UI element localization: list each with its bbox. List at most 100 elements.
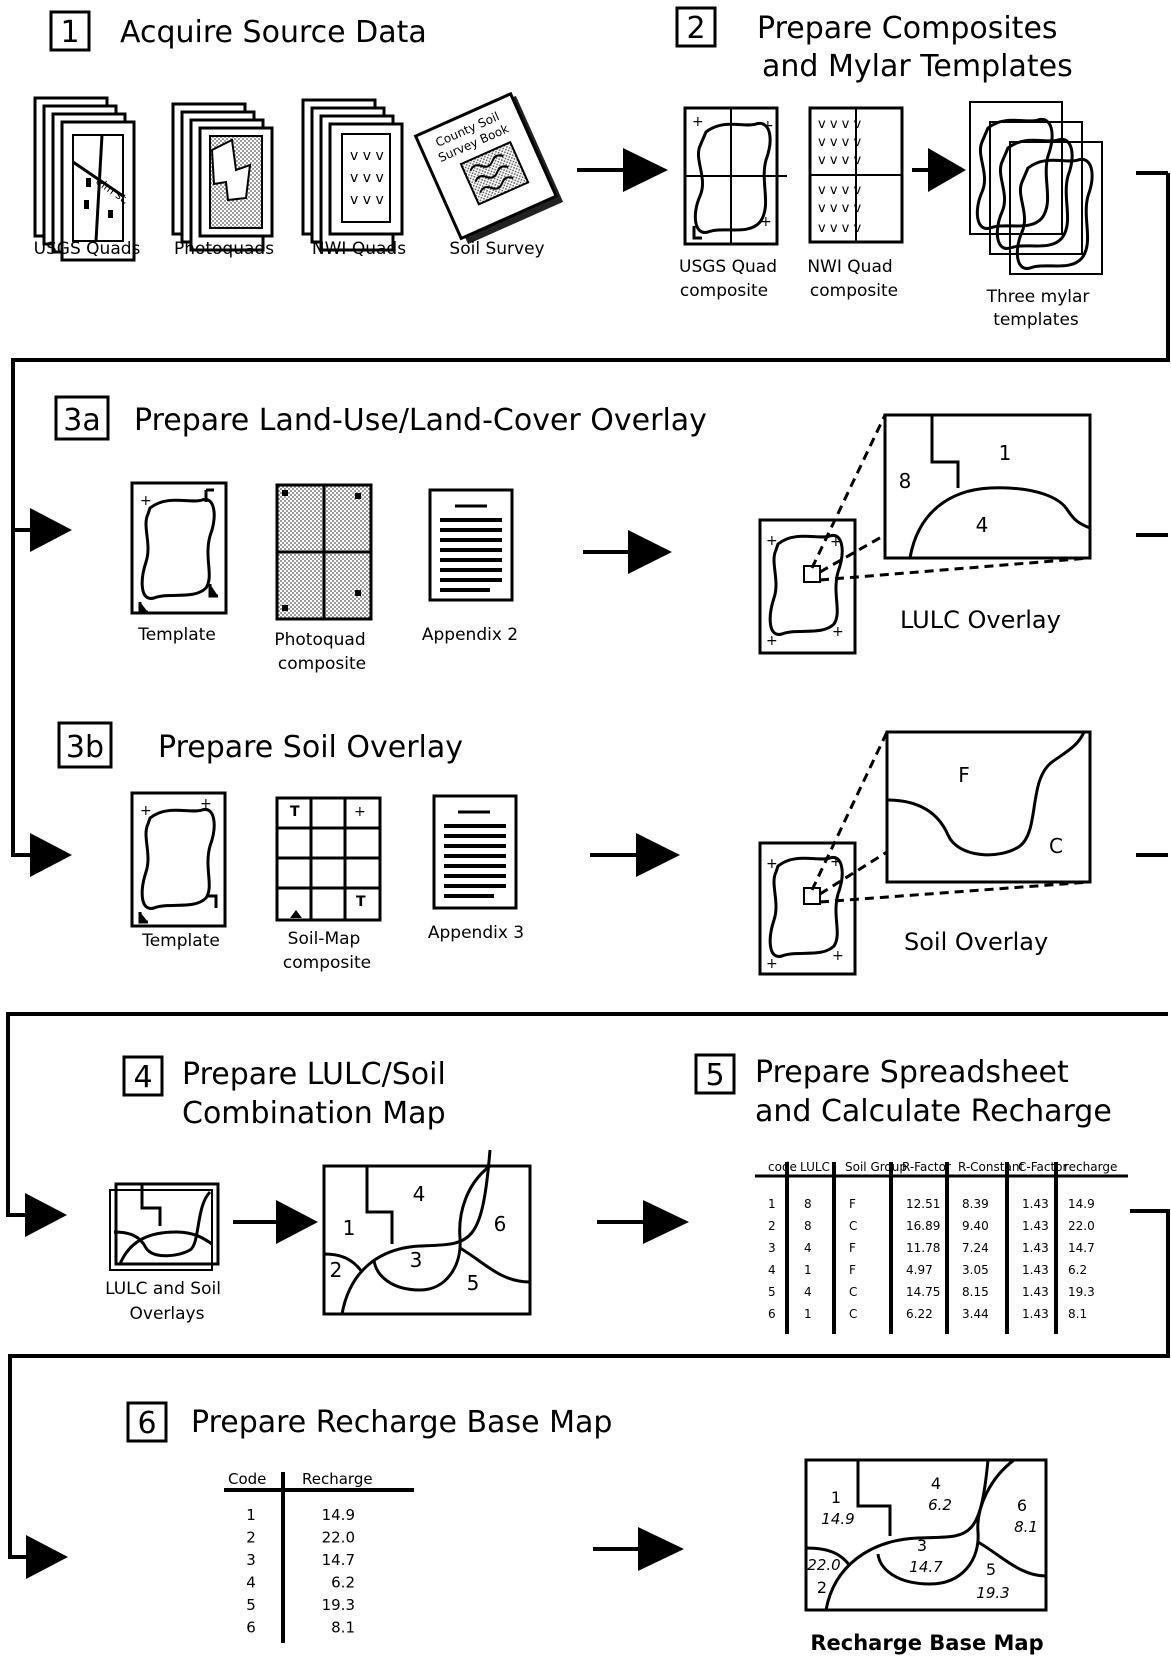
- spreadsheet-cell: 4: [768, 1263, 776, 1277]
- recharge-map-zone-value: 14.7: [909, 1558, 943, 1576]
- spreadsheet-cell: 2: [768, 1219, 776, 1233]
- caption-photoquads: Photoquads: [174, 239, 274, 259]
- recharge-table-value: 6.2: [331, 1574, 355, 1592]
- svg-text:+: +: [766, 856, 778, 872]
- step-5-title-line2: and Calculate Recharge: [755, 1094, 1112, 1129]
- recharge-table-value: 8.1: [331, 1619, 355, 1637]
- connector-2-to-3: [11, 171, 1170, 857]
- step-1-title: Acquire Source Data: [120, 15, 427, 50]
- combination-map: 4 1 6 3 2 5: [322, 1149, 532, 1316]
- caption-photoquad-composite-2: composite: [278, 654, 366, 674]
- caption-soil-overlay: Soil Overlay: [904, 928, 1048, 956]
- caption-template-b: Template: [141, 931, 220, 951]
- step-5-title-line1: Prepare Spreadsheet: [755, 1055, 1069, 1090]
- arrow-into-3a: [30, 508, 72, 552]
- step-5: 5 Prepare Spreadsheet and Calculate Rech…: [694, 1053, 1128, 1334]
- spreadsheet-cell: 1.43: [1022, 1285, 1049, 1299]
- recharge-table-code: 1: [246, 1506, 256, 1524]
- spreadsheet-cell: 1.43: [1022, 1241, 1049, 1255]
- recharge-map-zone-value: 8.1: [1014, 1518, 1038, 1536]
- recharge-map-zone-code: 6: [1017, 1496, 1027, 1515]
- recharge-map-zone-code: 4: [931, 1474, 941, 1493]
- spreadsheet-cell: C: [849, 1219, 857, 1233]
- recharge-table-code: 3: [246, 1551, 256, 1569]
- lulc-zoom-lines: [810, 414, 1091, 582]
- arrow-into-6: [26, 1535, 68, 1579]
- caption-photoquad-composite-1: Photoquad: [274, 630, 365, 650]
- lulc-zoom-inset: 1 8 4: [883, 413, 1092, 560]
- spreadsheet-cell: F: [849, 1197, 856, 1211]
- recharge-map-zone-code: 5: [986, 1560, 996, 1579]
- svg-text:v v v v: v v v v: [818, 183, 861, 198]
- spreadsheet-cell: 6.2: [1068, 1263, 1087, 1277]
- arrow-into-3b: [30, 833, 72, 877]
- step-3a-title: Prepare Land-Use/Land-Cover Overlay: [134, 403, 707, 438]
- soilmap-composite-icon: T + T: [275, 796, 382, 922]
- svg-text:v v v v: v v v v: [818, 221, 861, 236]
- step-5-badge: [694, 1053, 736, 1095]
- spreadsheet-cell: 8.1: [1068, 1307, 1087, 1321]
- caption-nwi-composite-1: NWI Quad: [807, 257, 892, 277]
- template-b-icon: + +: [130, 791, 227, 928]
- spreadsheet-cell: 8: [804, 1197, 812, 1211]
- step-3b-number: 3b: [66, 730, 104, 765]
- recharge-table-code: 2: [246, 1529, 256, 1547]
- step-4-title-line2: Combination Map: [182, 1096, 446, 1131]
- lulc-overlay-map: + + + +: [758, 518, 857, 655]
- recharge-base-map: [804, 1458, 1048, 1612]
- soil-zoom-lines: [810, 731, 1091, 904]
- svg-text:+: +: [830, 534, 842, 550]
- svg-text:v v v v: v v v v: [818, 135, 861, 150]
- spreadsheet-header: R-Factor: [902, 1160, 951, 1174]
- svg-text:+: +: [766, 956, 778, 972]
- step-2-title-line1: Prepare Composites: [757, 11, 1058, 46]
- svg-text:v v v: v v v: [350, 170, 384, 186]
- soil-zone-F: F: [958, 763, 970, 787]
- caption-overlays-2: Overlays: [130, 1304, 205, 1324]
- recharge-map-zone-value: 6.2: [928, 1496, 952, 1514]
- svg-text:+: +: [692, 114, 704, 130]
- step-2: 2 Prepare Composites and Mylar Templates…: [675, 6, 1103, 330]
- spreadsheet-cell: 6: [768, 1307, 776, 1321]
- spreadsheet-cell: 4: [804, 1241, 812, 1255]
- spreadsheet-cell: C: [849, 1285, 857, 1299]
- arrow-into-4: [25, 1193, 67, 1237]
- soil-survey-book-icon: County Soil Survey Book: [413, 91, 564, 245]
- flow-connectors: [6, 171, 1170, 1579]
- spreadsheet-cell: 19.3: [1068, 1285, 1095, 1299]
- nwi-composite-icon: v v v v v v v v v v v v v v v v v v v v …: [808, 106, 904, 244]
- svg-text:+: +: [766, 533, 778, 549]
- svg-text:+: +: [760, 214, 772, 230]
- combo-zone-5: 5: [467, 1271, 480, 1295]
- spreadsheet-cell: C: [849, 1307, 857, 1321]
- spreadsheet-cell: 7.24: [962, 1241, 989, 1255]
- step-4-number: 4: [133, 1060, 152, 1095]
- recharge-table-code: 4: [246, 1574, 256, 1592]
- spreadsheet-cell: 22.0: [1068, 1219, 1095, 1233]
- svg-text:v v v v: v v v v: [818, 117, 861, 132]
- svg-text:+: +: [766, 633, 778, 649]
- recharge-map-zone-value: 19.3: [976, 1584, 1009, 1602]
- appendix-2-icon: [428, 488, 514, 602]
- caption-overlays-1: LULC and Soil: [105, 1279, 221, 1299]
- spreadsheet-cell: 1: [768, 1197, 776, 1211]
- recharge-table-code: 5: [246, 1596, 256, 1614]
- recharge-map-zone-value: 22.0: [807, 1556, 840, 1574]
- lulc-zone-1: 1: [999, 441, 1012, 465]
- spreadsheet-cell: 1.43: [1022, 1307, 1049, 1321]
- caption-lulc-overlay: LULC Overlay: [900, 606, 1061, 634]
- spreadsheet-cell: 3: [768, 1241, 776, 1255]
- step-6-badge: [126, 1401, 168, 1443]
- spreadsheet-cell: 14.7: [1068, 1241, 1095, 1255]
- step-3b-badge: [57, 721, 113, 769]
- spreadsheet-cell: 1: [804, 1263, 812, 1277]
- recharge-table-value: 22.0: [322, 1529, 355, 1547]
- caption-nwi-quads: NWI Quads: [312, 239, 406, 259]
- combo-zone-2: 2: [330, 1258, 343, 1282]
- nwi-quads-icon: v v v v v v v v v: [301, 98, 404, 252]
- lulc-soil-overlays-icon: [109, 1182, 220, 1271]
- recharge-map-zone-code: 1: [831, 1488, 841, 1507]
- spreadsheet-cell: 11.78: [906, 1241, 940, 1255]
- spreadsheet-cell: 8.39: [962, 1197, 989, 1211]
